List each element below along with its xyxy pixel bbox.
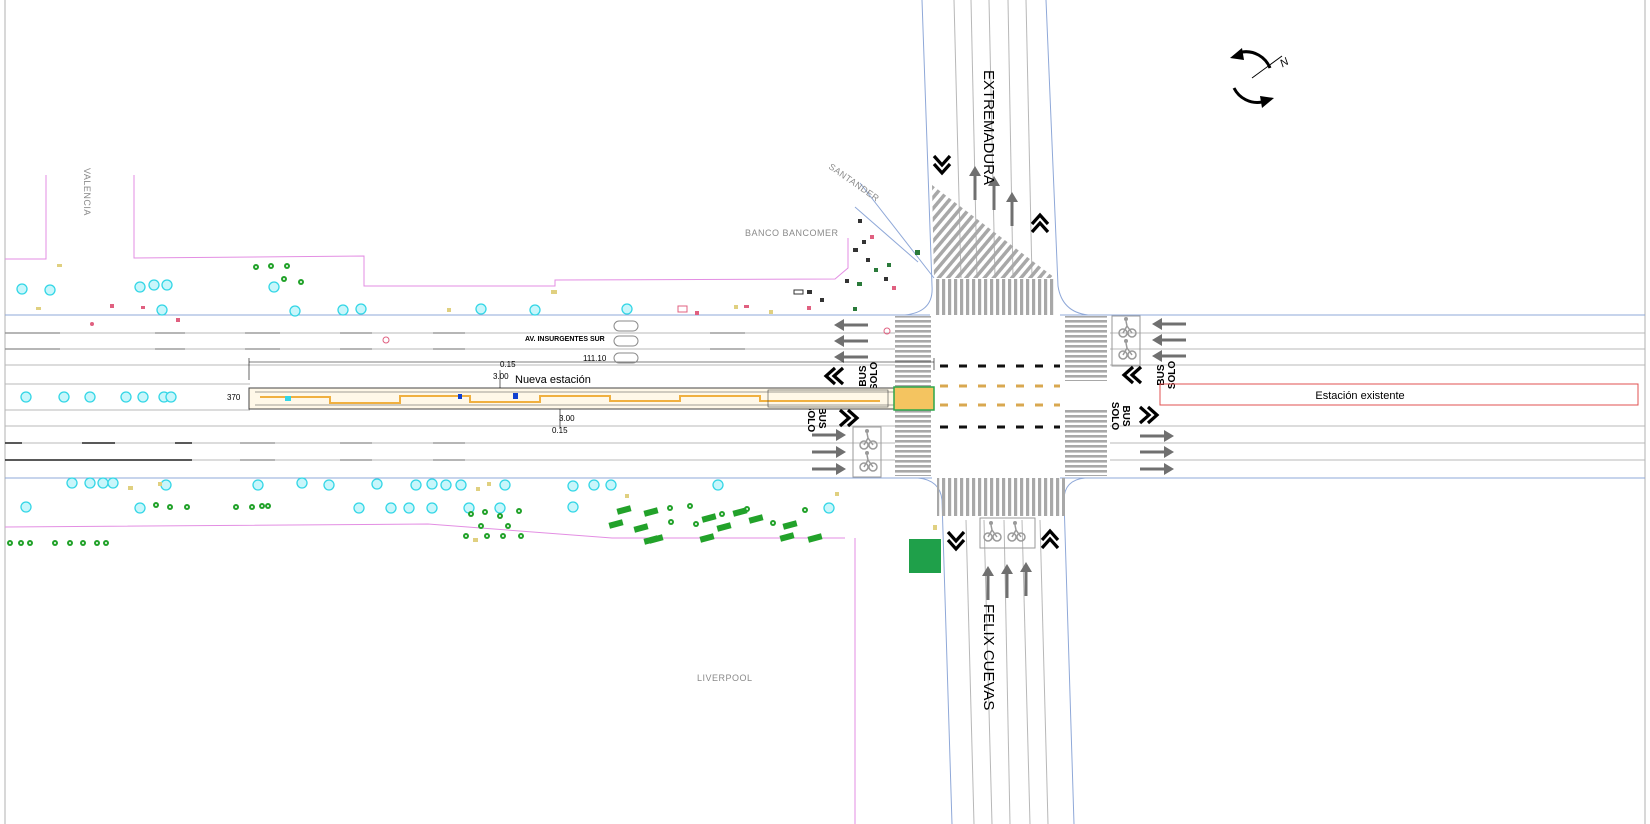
dimension-lines — [248, 358, 935, 428]
dimension-width: 370 — [227, 393, 241, 402]
bike-icon — [859, 450, 878, 472]
street-felix-cuevas: FELIX CUEVAS — [980, 604, 997, 710]
svg-text:BUS: BUS — [1156, 364, 1167, 385]
street-extremadura: EXTREMADURA — [980, 70, 997, 185]
bus-solo-mark: BUS SOLO — [1109, 402, 1131, 431]
svg-text:SOLO: SOLO — [805, 404, 816, 433]
dimension-lane-bottom: 3.00 — [559, 414, 575, 423]
bus-shelters — [613, 320, 639, 364]
existing-station-label: Estación existente — [1315, 390, 1404, 402]
bike-icon — [1118, 316, 1137, 338]
existing-station-outline — [1159, 383, 1639, 406]
dimension-offset-bottom: 0.15 — [552, 426, 568, 435]
street-furniture — [36, 219, 937, 542]
dimension-offset-top: 0.15 — [500, 360, 516, 369]
planters — [608, 505, 823, 545]
bike-lanes — [852, 315, 1141, 549]
bike-icon — [983, 520, 1002, 542]
intersection-dashes — [940, 364, 1060, 429]
new-station — [248, 386, 935, 411]
street-santander: SANTANDER — [827, 161, 881, 203]
landmark-liverpool: LIVERPOOL — [697, 673, 753, 683]
svg-text:SOLO: SOLO — [1167, 361, 1178, 390]
svg-text:BUS: BUS — [816, 407, 827, 428]
street-insurgentes: AV. INSURGENTES SUR — [525, 336, 605, 343]
new-station-label: Nueva estación — [515, 374, 591, 386]
svg-text:BUS: BUS — [858, 365, 869, 386]
black-lane-marks — [5, 442, 192, 461]
north-label: N — [1278, 56, 1291, 70]
green-block — [909, 539, 941, 573]
bus-solo-mark: BUS SOLO — [805, 404, 827, 433]
dimension-lane-top: 3.00 — [493, 372, 509, 381]
street-valencia: VALENCIA — [82, 168, 92, 216]
crosswalks — [895, 185, 1107, 516]
bike-icon — [859, 428, 878, 450]
svg-text:BUS: BUS — [1120, 405, 1131, 426]
bus-solo-mark: BUS SOLO — [858, 362, 880, 391]
bus-solo-mark: BUS SOLO — [1156, 361, 1178, 390]
svg-text:SOLO: SOLO — [869, 362, 880, 391]
landmark-bancomer: BANCO BANCOMER — [745, 228, 839, 238]
dimension-length: 111.10 — [583, 354, 607, 363]
svg-text:SOLO: SOLO — [1109, 402, 1120, 431]
lane-dashes — [5, 332, 745, 461]
property-lines — [4, 175, 856, 824]
north-arrow — [1230, 48, 1283, 108]
